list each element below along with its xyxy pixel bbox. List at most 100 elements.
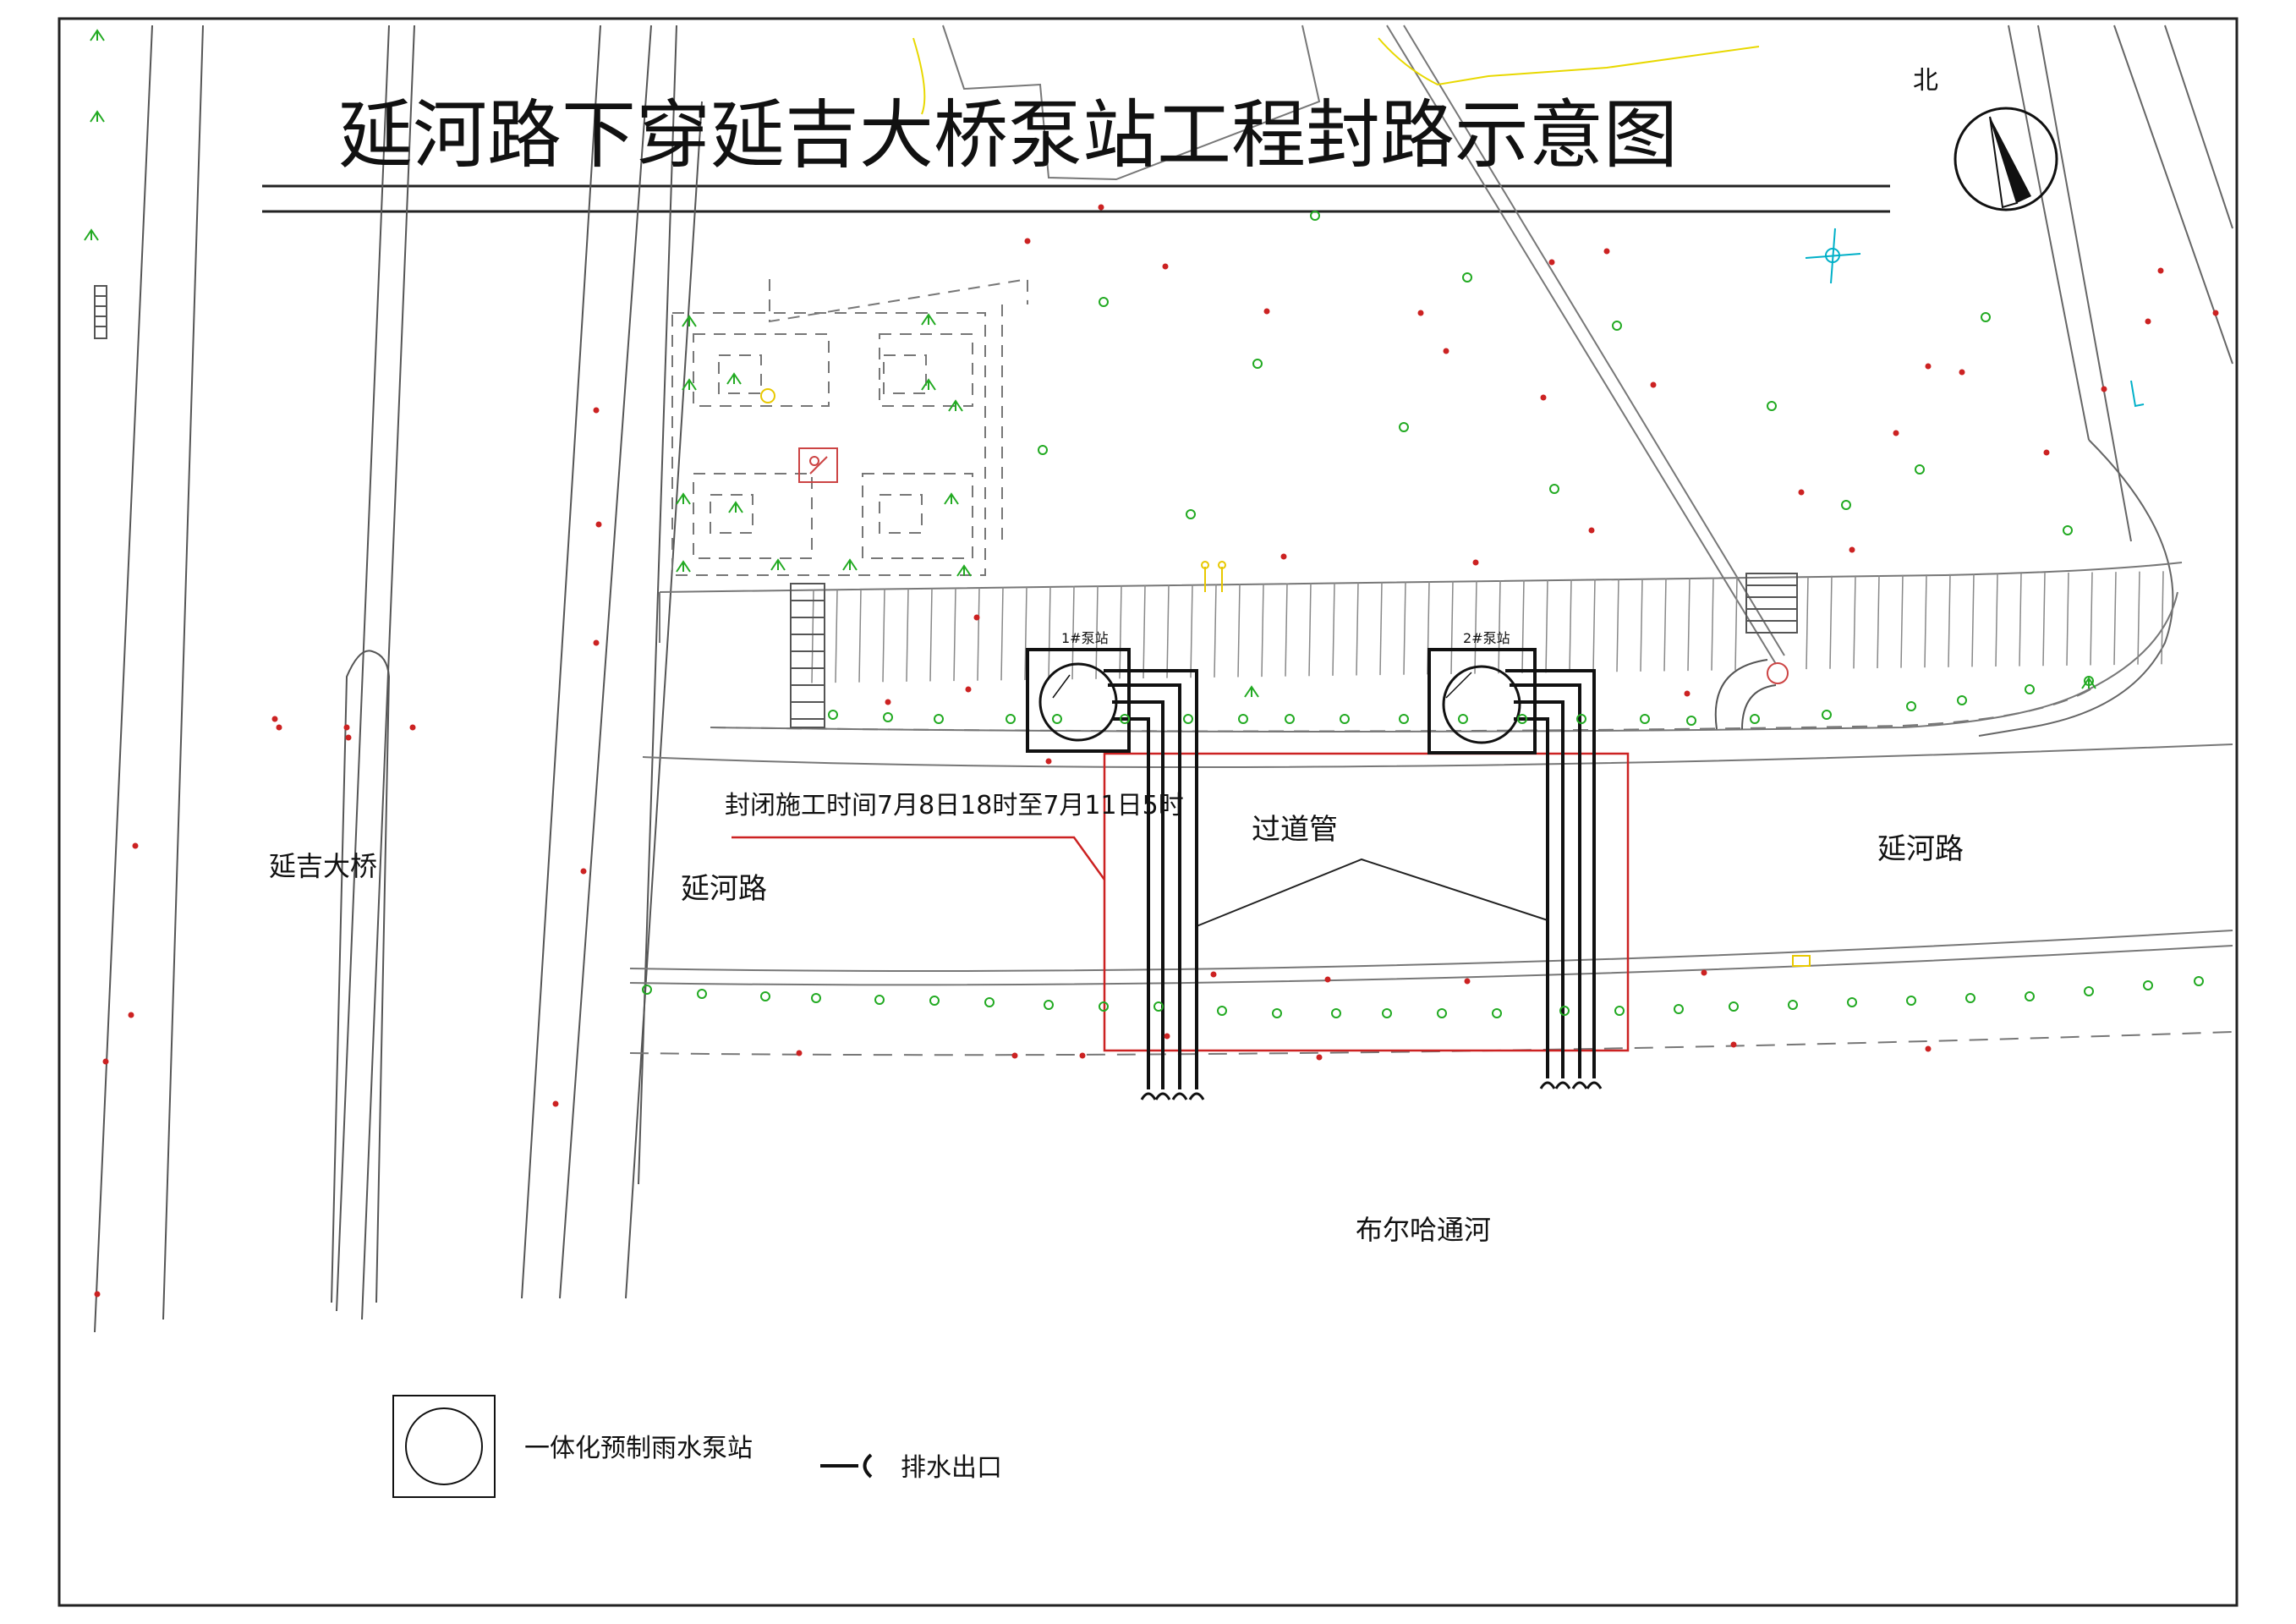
hatch-line	[1569, 579, 1572, 673]
hatch-line	[1521, 579, 1525, 673]
shrub-symbols	[84, 29, 2096, 698]
tree-point	[1382, 1008, 1392, 1018]
survey-point	[1925, 363, 1932, 370]
survey-point	[1263, 308, 1270, 315]
survey-point	[132, 842, 139, 849]
hatch-line	[1948, 573, 1951, 667]
hatch-line	[2137, 571, 2140, 665]
hatch-line	[1095, 585, 1099, 679]
tree-point	[1492, 1008, 1502, 1018]
cyan-control-point	[1805, 228, 2145, 408]
label-pump-1: 1#泵站	[1061, 630, 1109, 646]
tree-point	[1841, 500, 1851, 510]
tree-point	[874, 995, 885, 1005]
tree-point	[1822, 710, 1832, 720]
outlet-cap	[1171, 1092, 1188, 1100]
shrub	[682, 378, 697, 391]
pump1-pipes	[1104, 669, 1198, 1089]
hatch-line	[1379, 582, 1383, 676]
outlet-symbols	[1140, 1081, 1603, 1100]
retaining-wall-hatching	[811, 571, 2164, 683]
tree-point	[1981, 312, 1991, 322]
tree-point	[1906, 701, 1916, 711]
survey-point	[1164, 1033, 1170, 1040]
tree-point	[2063, 525, 2073, 535]
tree-point	[1915, 464, 1925, 475]
hatch-line	[1853, 575, 1856, 669]
survey-point	[1316, 1054, 1323, 1061]
tree-point	[642, 985, 652, 995]
survey-point	[1603, 248, 1610, 255]
shrub	[944, 492, 959, 505]
hatch-line	[1190, 584, 1193, 678]
survey-point	[1893, 430, 1899, 436]
closure-boundary	[732, 752, 1630, 1052]
label-road-right: 延河路	[1877, 832, 1964, 866]
tree-point	[2025, 991, 2035, 1001]
outlet-cap	[1539, 1081, 1556, 1089]
hatch-line	[2113, 572, 2117, 666]
hatch-line	[929, 588, 933, 682]
hatch-line	[1734, 577, 1738, 671]
survey-point	[796, 1050, 803, 1056]
survey-point	[1464, 978, 1471, 985]
tree-point	[1576, 714, 1586, 724]
hatch-line	[1995, 573, 1998, 667]
hatch-line	[1285, 583, 1288, 677]
tree-point	[1285, 714, 1295, 724]
sheet-border	[58, 17, 2238, 1607]
survey-point	[102, 1058, 109, 1065]
legend-outlet-label: 排水出口	[901, 1453, 1002, 1483]
outlet-cap	[1188, 1092, 1205, 1100]
survey-points	[94, 204, 2219, 1298]
tree-point	[1640, 714, 1650, 724]
survey-point	[94, 1291, 101, 1298]
hatch-line	[1829, 575, 1833, 669]
tree-point	[1517, 714, 1527, 724]
hatch-line	[2161, 571, 2164, 665]
hatch-line	[2042, 573, 2046, 667]
survey-point	[1730, 1041, 1737, 1048]
hatch-line	[1474, 580, 1477, 674]
tree-point	[2194, 976, 2204, 986]
hatch-line	[1000, 587, 1004, 681]
tree-point	[1099, 297, 1109, 307]
survey-point	[1540, 394, 1547, 401]
outlet-cap	[1140, 1092, 1157, 1100]
tree-point	[1847, 997, 1857, 1007]
label-road-left: 延河路	[681, 872, 767, 906]
bridge-stair-symbol	[94, 285, 107, 339]
survey-point	[1701, 969, 1707, 976]
tree-point	[760, 991, 770, 1001]
stairs-left	[790, 583, 825, 728]
tree-point	[1120, 714, 1130, 724]
survey-point	[2043, 449, 2050, 456]
tree-point	[2084, 986, 2094, 996]
tree-point	[1217, 1006, 1227, 1016]
shrub	[842, 558, 858, 571]
tree-point	[1462, 272, 1472, 283]
tree-point	[934, 714, 944, 724]
tree-point	[2025, 684, 2035, 694]
hatch-line	[1403, 581, 1406, 675]
road-edges	[629, 743, 2233, 1056]
shrub	[921, 313, 936, 326]
crossing-pipe-leaders	[1196, 858, 1548, 927]
tree-point	[1186, 509, 1196, 519]
tree-point	[1006, 714, 1016, 724]
tree-point	[1153, 1001, 1164, 1012]
survey-point	[1417, 310, 1424, 316]
hatch-line	[1711, 577, 1714, 671]
north-label: 北	[1913, 66, 1938, 96]
tree-point	[697, 989, 707, 999]
tree-point	[1038, 445, 1048, 455]
tree-point	[1767, 401, 1777, 411]
legend-pump-label: 一体化预制雨水泵站	[524, 1434, 753, 1463]
hatch-line	[1616, 579, 1619, 672]
hatch-line	[1450, 580, 1454, 674]
outlet-cap	[1554, 1081, 1571, 1089]
survey-point	[2145, 318, 2151, 325]
hatch-line	[1024, 586, 1027, 680]
survey-point	[1684, 690, 1690, 697]
